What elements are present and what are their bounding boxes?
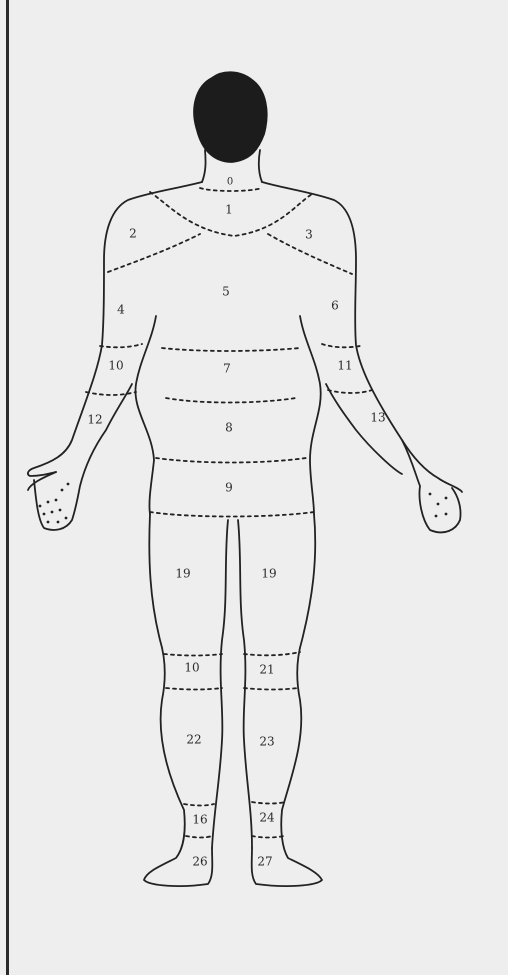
right-hand — [326, 384, 461, 532]
groin-boundary — [150, 512, 314, 517]
region-label: 5 — [222, 285, 230, 299]
left-hand — [28, 384, 132, 530]
left-side-torso — [135, 316, 156, 514]
right-leg-inner — [238, 520, 252, 848]
torso-outline-right — [262, 182, 462, 492]
elbow-boundary-right — [328, 390, 372, 393]
region-label: 26 — [192, 855, 207, 869]
region-label: 11 — [337, 359, 352, 373]
elbow-boundary-left — [86, 392, 136, 395]
region-label: 12 — [87, 413, 102, 427]
region-label: 10 — [108, 359, 123, 373]
region-label: 6 — [331, 299, 339, 313]
region-label: 3 — [305, 228, 313, 242]
region-label: 22 — [186, 733, 201, 747]
region-labels: 0 1 2 3 4 5 6 7 8 9 10 11 12 13 19 19 10… — [87, 177, 385, 869]
region-label: 23 — [259, 735, 274, 749]
upper-arm-boundary-left — [100, 344, 142, 347]
region-label: 4 — [117, 303, 125, 317]
region-label: 19 — [175, 567, 190, 581]
region-label: 8 — [225, 421, 233, 435]
knee-boundary-lower — [166, 688, 298, 690]
chest-boundary — [108, 234, 352, 274]
region-label: 24 — [259, 811, 275, 825]
region-label: 7 — [223, 362, 231, 376]
region-label: 10 — [184, 661, 199, 675]
region-label: 13 — [370, 411, 385, 425]
torso-outline — [28, 182, 202, 476]
region-label: 2 — [129, 227, 137, 241]
waist-boundary-1 — [162, 348, 300, 351]
hip-boundary — [156, 458, 306, 463]
region-label: 16 — [192, 813, 207, 827]
upper-arm-boundary-right — [322, 344, 360, 347]
hair — [194, 72, 267, 162]
left-leg-inner — [212, 520, 228, 848]
region-label: 19 — [261, 567, 276, 581]
ankle-boundary-upper — [184, 802, 286, 806]
knee-boundary-upper — [164, 652, 300, 656]
right-side-torso — [300, 316, 321, 514]
region-label: 9 — [225, 481, 233, 495]
ankle-boundary-lower — [186, 836, 284, 838]
region-label: 1 — [225, 203, 233, 217]
region-label: 21 — [259, 663, 274, 677]
region-label: 0 — [227, 177, 233, 188]
waist-boundary-2 — [166, 398, 296, 403]
collar-boundary — [200, 188, 262, 191]
region-label: 27 — [257, 855, 272, 869]
